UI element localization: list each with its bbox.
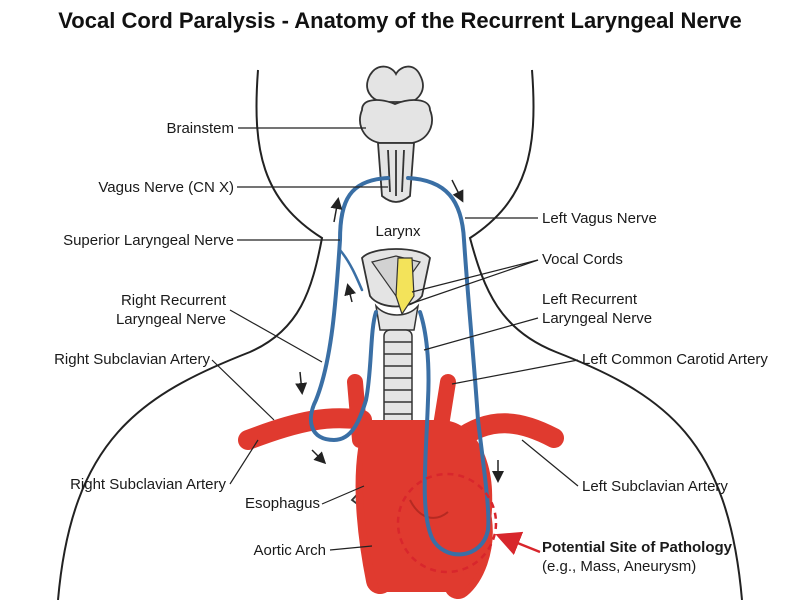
right-common-carotid-artery [347, 374, 368, 448]
label-left-recurrent-line2: Laryngeal Nerve [542, 310, 653, 327]
label-left-common-carotid-artery: Left Common Carotid Artery [582, 351, 768, 368]
label-esophagus: Esophagus [244, 495, 320, 512]
label-pathology-line1: Potential Site of Pathology [542, 539, 733, 556]
label-pathology-line2: (e.g., Mass, Aneurysm) [542, 558, 697, 575]
leader-lines [211, 127, 579, 551]
label-larynx: Larynx [375, 223, 421, 240]
pathology-arrow [495, 531, 541, 556]
body-outline-left [57, 69, 324, 600]
label-right-subclavian-artery-lower: Right Subclavian Artery [70, 476, 226, 493]
label-superior-laryngeal-nerve: Superior Laryngeal Nerve [63, 232, 234, 249]
label-vagus-nerve: Vagus Nerve (CN X) [98, 179, 234, 196]
body-outline-right [468, 69, 743, 600]
label-left-subclavian-artery: Left Subclavian Artery [582, 478, 728, 495]
label-left-vagus-nerve: Left Vagus Nerve [542, 210, 657, 227]
label-brainstem: Brainstem [166, 120, 234, 137]
right-vagus-nerve [308, 176, 390, 443]
left-vagus-nerve [406, 176, 491, 557]
pathology-site-marker [396, 472, 498, 574]
label-left-recurrent-line1: Left Recurrent [542, 291, 638, 308]
label-right-recurrent-line1: Right Recurrent [120, 292, 226, 309]
label-aortic-arch: Aortic Arch [253, 542, 326, 559]
page-title: Vocal Cord Paralysis - Anatomy of the Re… [58, 8, 742, 33]
direction-arrows [295, 179, 504, 483]
superior-laryngeal-nerve [338, 248, 364, 292]
nerves [308, 176, 491, 557]
label-right-subclavian-artery-upper: Right Subclavian Artery [54, 351, 210, 368]
label-right-recurrent-line2: Laryngeal Nerve [115, 311, 226, 328]
label-vocal-cords: Vocal Cords [542, 251, 623, 268]
